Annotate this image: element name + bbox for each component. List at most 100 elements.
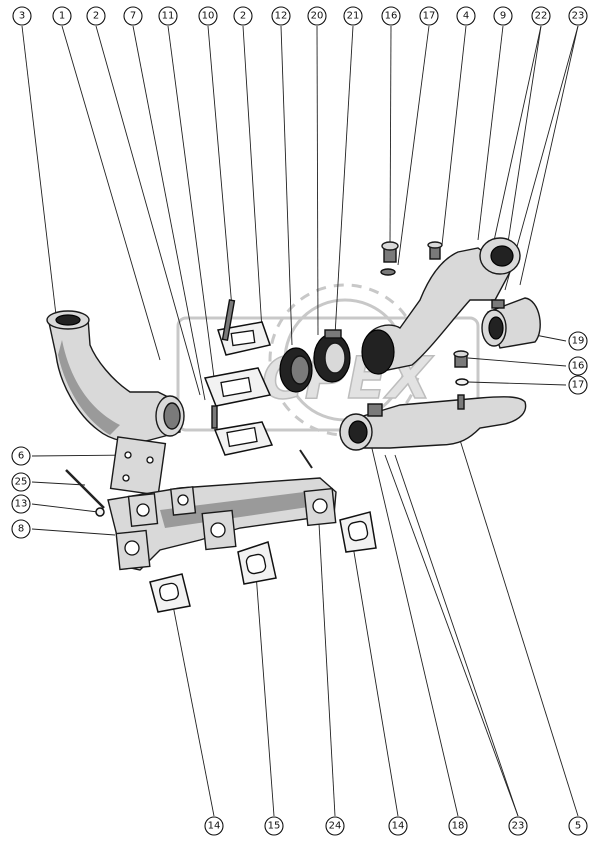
callout-circle	[493, 6, 513, 26]
callout-number: 19	[572, 336, 585, 347]
callout-circle	[325, 816, 345, 836]
callout-circle	[568, 6, 588, 26]
callout-circle	[264, 816, 284, 836]
callout-8: 8	[11, 519, 31, 539]
watermark-frame	[176, 316, 480, 432]
flange-gaskets-upper	[203, 299, 274, 456]
callout-number: 12	[275, 11, 288, 22]
callout-number: 21	[347, 11, 360, 22]
callout-12: 12	[271, 6, 291, 26]
callout-circle	[568, 356, 588, 376]
callout-circle	[419, 6, 439, 26]
callout-number: 7	[130, 11, 136, 22]
callout-10: 10	[198, 6, 218, 26]
callout-18: 18	[448, 816, 468, 836]
callout-6: 6	[11, 446, 31, 466]
callout-circle	[12, 6, 32, 26]
callout-circle	[11, 519, 31, 539]
callout-circle	[456, 6, 476, 26]
callout-15: 15	[264, 816, 284, 836]
callout-1: 1	[52, 6, 72, 26]
callout-14: 14	[388, 816, 408, 836]
callout-14: 14	[204, 816, 224, 836]
callout-number: 16	[385, 11, 398, 22]
callout-9: 9	[493, 6, 513, 26]
callout-circle	[158, 6, 178, 26]
callout-number: 1	[59, 11, 65, 22]
callout-number: 11	[162, 11, 175, 22]
callout-17: 17	[419, 6, 439, 26]
callout-number: 17	[423, 11, 436, 22]
callout-circle	[448, 816, 468, 836]
callout-circle	[531, 6, 551, 26]
callout-circle	[52, 6, 72, 26]
callout-number: 8	[18, 524, 24, 535]
callout-3: 3	[12, 6, 32, 26]
y-pipe-upper	[361, 237, 521, 375]
callout-circle	[11, 494, 31, 514]
callout-circle	[388, 816, 408, 836]
callout-circle	[307, 6, 327, 26]
callout-number: 20	[311, 11, 324, 22]
callout-2: 2	[86, 6, 106, 26]
callout-circle	[271, 6, 291, 26]
leader-lines	[21, 25, 579, 817]
callout-11: 11	[158, 6, 178, 26]
callout-circle	[381, 6, 401, 26]
callout-circle	[508, 816, 528, 836]
callout-circle	[568, 816, 588, 836]
lower-pipe-part-18	[339, 394, 527, 451]
elbow-pipe-part-3	[46, 310, 185, 496]
callout-number: 23	[572, 11, 585, 22]
callout-circle	[123, 6, 143, 26]
callout-number: 2	[93, 11, 99, 22]
callout-number: 10	[202, 11, 215, 22]
exhaust-manifold-part-8	[65, 449, 337, 571]
callout-circle	[86, 6, 106, 26]
callout-circle	[233, 6, 253, 26]
bolt-washer-right	[453, 350, 469, 386]
callout-13: 13	[11, 494, 31, 514]
callout-number: 13	[15, 499, 28, 510]
callout-circle	[568, 331, 588, 351]
callout-5: 5	[568, 816, 588, 836]
callout-number: 25	[15, 477, 28, 488]
callout-number: 24	[329, 821, 342, 832]
callout-number: 3	[19, 11, 25, 22]
hose-clamps-center	[279, 329, 351, 393]
callout-number: 15	[268, 821, 281, 832]
callout-circle	[11, 472, 31, 492]
callout-7: 7	[123, 6, 143, 26]
callout-23: 23	[508, 816, 528, 836]
callout-20: 20	[307, 6, 327, 26]
callout-23: 23	[568, 6, 588, 26]
callout-number: 9	[500, 11, 506, 22]
callout-number: 14	[208, 821, 221, 832]
callout-24: 24	[325, 816, 345, 836]
callout-2: 2	[233, 6, 253, 26]
callout-4: 4	[456, 6, 476, 26]
callout-number: 14	[392, 821, 405, 832]
callout-circle	[11, 446, 31, 466]
callout-number: 2	[240, 11, 246, 22]
callout-circle	[198, 6, 218, 26]
sleeve-part-19	[481, 297, 541, 349]
manifold-gaskets-bottom	[149, 511, 377, 613]
callout-number: 16	[572, 361, 585, 372]
callout-number: 5	[575, 821, 581, 832]
callout-16: 16	[381, 6, 401, 26]
callout-22: 22	[531, 6, 551, 26]
callout-16: 16	[568, 356, 588, 376]
callout-17: 17	[568, 375, 588, 395]
callout-circle	[204, 816, 224, 836]
callout-21: 21	[343, 6, 363, 26]
callout-number: 23	[512, 821, 525, 832]
callout-circle	[568, 375, 588, 395]
callout-circle	[343, 6, 363, 26]
callout-number: 17	[572, 380, 585, 391]
callout-number: 22	[535, 11, 548, 22]
callout-19: 19	[568, 331, 588, 351]
